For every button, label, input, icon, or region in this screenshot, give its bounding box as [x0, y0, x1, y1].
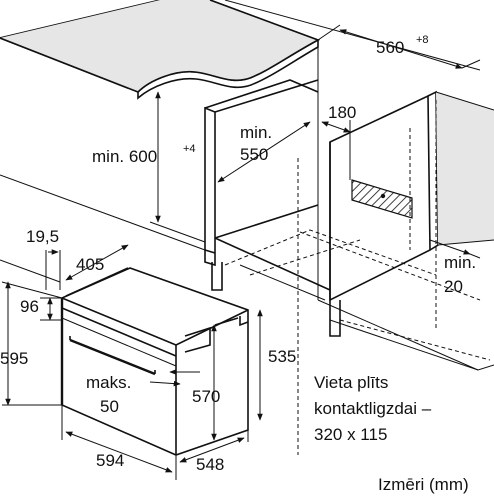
oven: [60, 267, 249, 456]
dim-depth-min-l1: min.: [240, 123, 272, 142]
socket-area: [351, 179, 413, 219]
dim-socket-offset: 180: [328, 103, 356, 122]
note-line-3: 320 x 115: [314, 425, 387, 444]
dim-inner-height: 535: [268, 347, 296, 366]
dimension-lines: [1, 24, 481, 480]
dim-side-gap-l2: 20: [444, 277, 463, 296]
dim-max-l1: maks.: [86, 373, 131, 392]
dim-width-top-tol: +8: [416, 34, 429, 46]
dim-max-l2: 50: [100, 397, 119, 416]
dim-side-gap-l1: min.: [444, 253, 476, 272]
socket-dot: [380, 193, 386, 199]
cabinet-frame: [0, 0, 494, 455]
dim-oven-depth: 548: [196, 455, 224, 474]
dim-width-top: 560: [376, 38, 404, 57]
dim-depth-min-l2: 550: [240, 145, 268, 164]
dim-oven-width: 594: [96, 451, 124, 470]
dim-height-min: min. 600: [92, 147, 157, 166]
dim-oven-height: 595: [0, 349, 28, 368]
footer-units: Izmēri (mm): [378, 475, 469, 494]
note-line-1: Vieta plīts: [314, 373, 388, 392]
dim-front-offset: 19,5: [26, 227, 59, 246]
dim-top-depth: 405: [76, 255, 104, 274]
note-line-2: kontaktligzdai –: [314, 399, 432, 418]
worktop: [0, 0, 320, 100]
dim-height-tol: +4: [183, 143, 196, 155]
dim-panel-height: 96: [20, 297, 39, 316]
dim-cavity-height: 570: [192, 387, 220, 406]
